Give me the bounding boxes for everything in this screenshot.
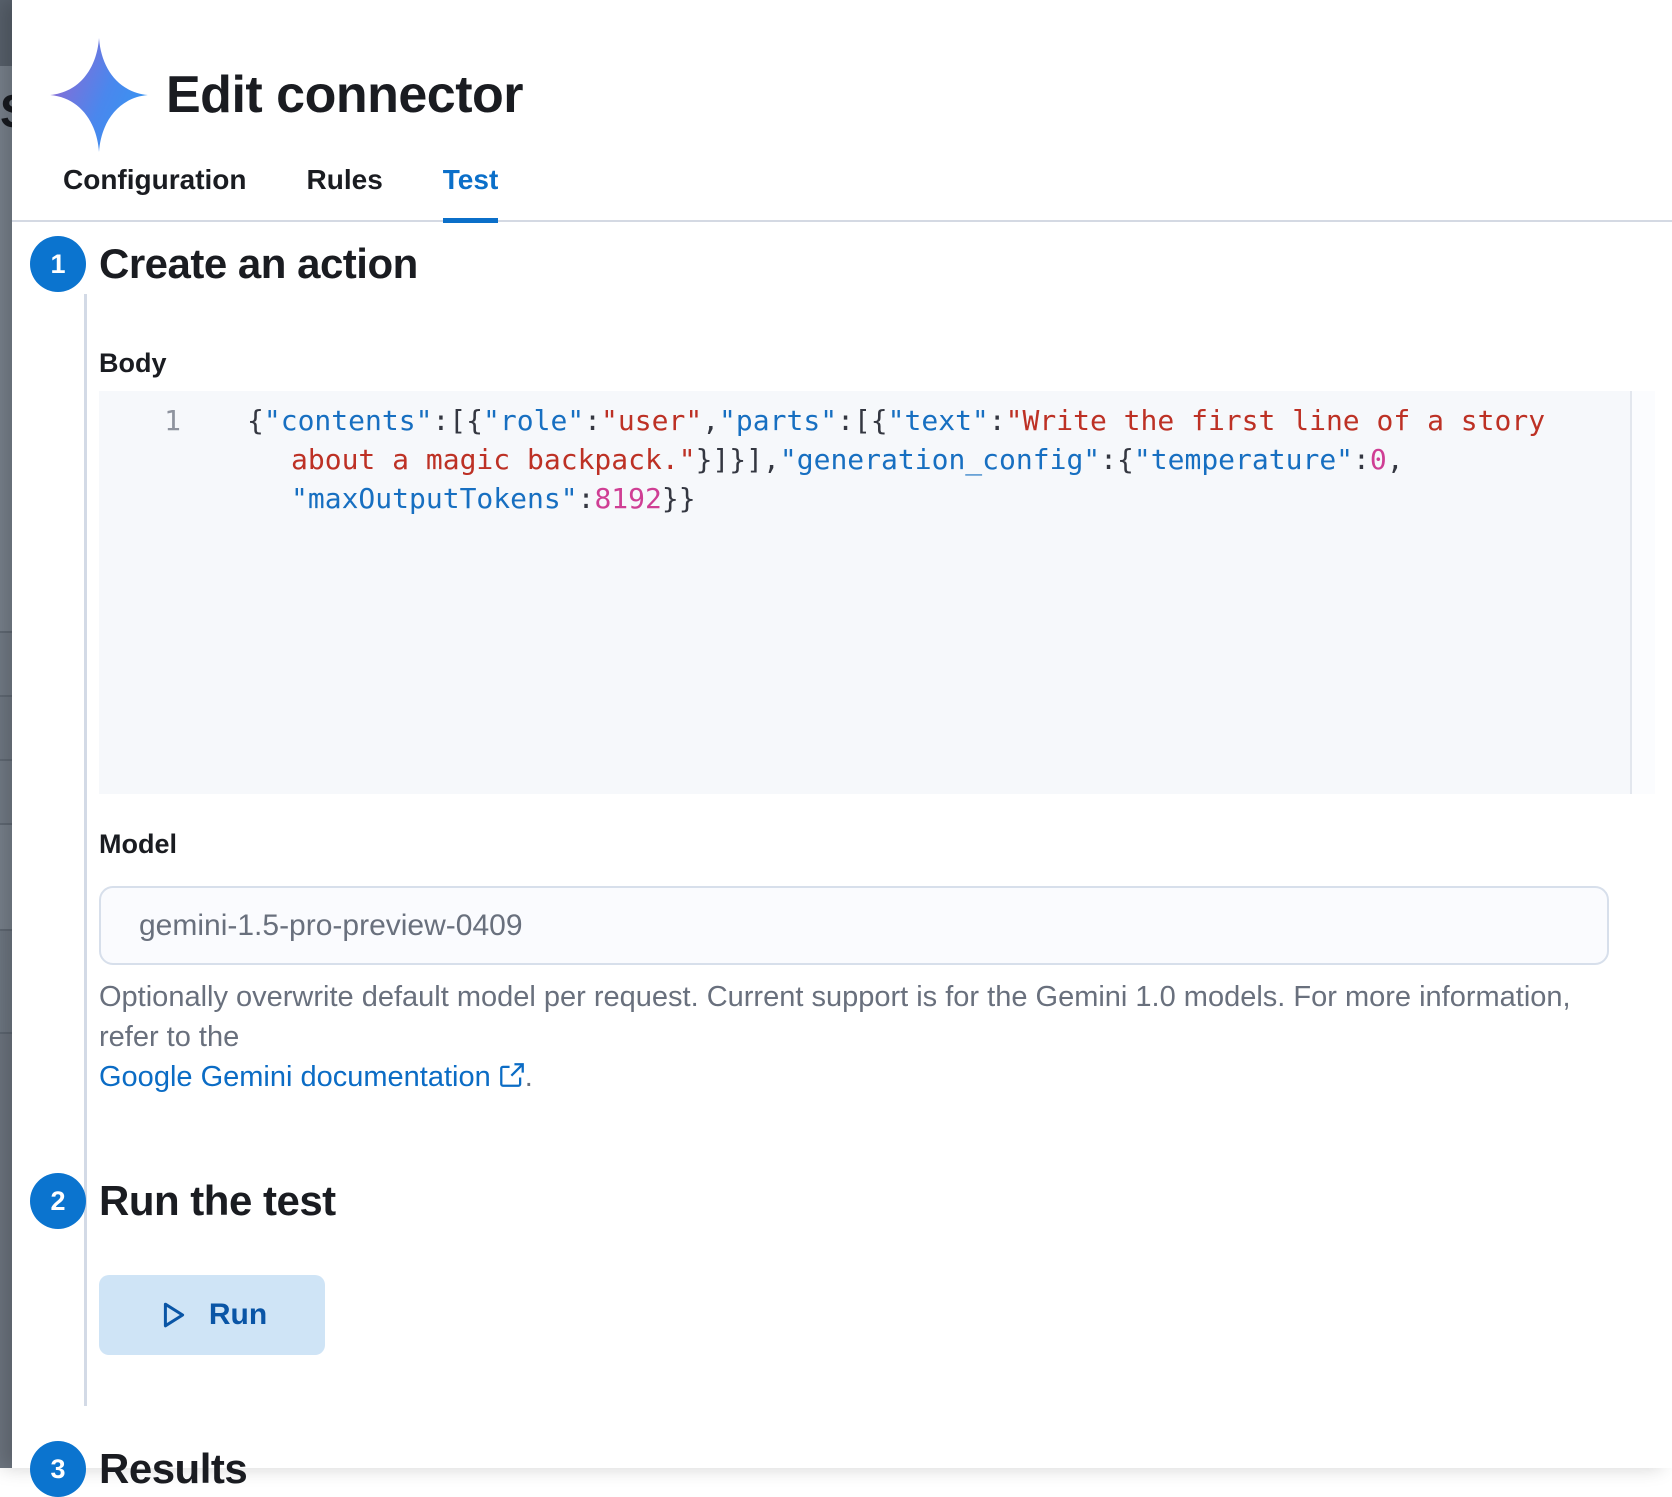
step-connector-line: [84, 294, 87, 1406]
gemini-sparkle-icon: [50, 38, 148, 152]
step-results: 3 Results: [12, 1441, 1672, 1497]
tab-bar: Configuration Rules Test: [12, 164, 1672, 223]
tab-test[interactable]: Test: [442, 164, 499, 223]
step-1-badge: 1: [30, 236, 86, 292]
page-title: Edit connector: [166, 66, 524, 124]
body-label: Body: [99, 348, 167, 378]
tab-configuration[interactable]: Configuration: [63, 164, 247, 195]
gemini-docs-link[interactable]: Google Gemini documentation: [99, 1061, 491, 1093]
model-label: Model: [99, 829, 177, 859]
line-number: 1: [164, 404, 181, 437]
run-button[interactable]: Run: [99, 1275, 325, 1355]
model-help-text: Optionally overwrite default model per r…: [99, 981, 1571, 1093]
external-link-icon: [499, 1063, 524, 1087]
step-2-badge: 2: [30, 1173, 86, 1229]
tab-rules[interactable]: Rules: [306, 164, 383, 195]
help-period: .: [524, 1061, 533, 1093]
step-3-badge: 3: [30, 1441, 86, 1497]
background-partial-text: S: [0, 84, 12, 138]
test-steps: 1 Create an action Body 1 {"contents":[{…: [12, 222, 1672, 1497]
model-input[interactable]: [99, 886, 1609, 965]
editor-scrollbar-track[interactable]: [1630, 391, 1655, 794]
step-create-action: 1 Create an action Body 1 {"contents":[{…: [12, 236, 1672, 1097]
step-1-title: Create an action: [99, 240, 418, 287]
edit-connector-flyout: Edit connector Configuration Rules Test …: [12, 0, 1672, 1497]
dimmed-background-page: S: [0, 0, 12, 1468]
step-3-title: Results: [99, 1445, 248, 1492]
code-content[interactable]: {"contents":[{"role":"user","parts":[{"t…: [247, 404, 1546, 515]
flyout-header: Edit connector: [12, 0, 1672, 152]
step-2-title: Run the test: [99, 1177, 336, 1224]
step-run-test: 2 Run the test Run: [12, 1173, 1672, 1355]
body-code-editor[interactable]: 1 {"contents":[{"role":"user","parts":[{…: [99, 391, 1655, 794]
play-icon: [163, 1302, 184, 1328]
